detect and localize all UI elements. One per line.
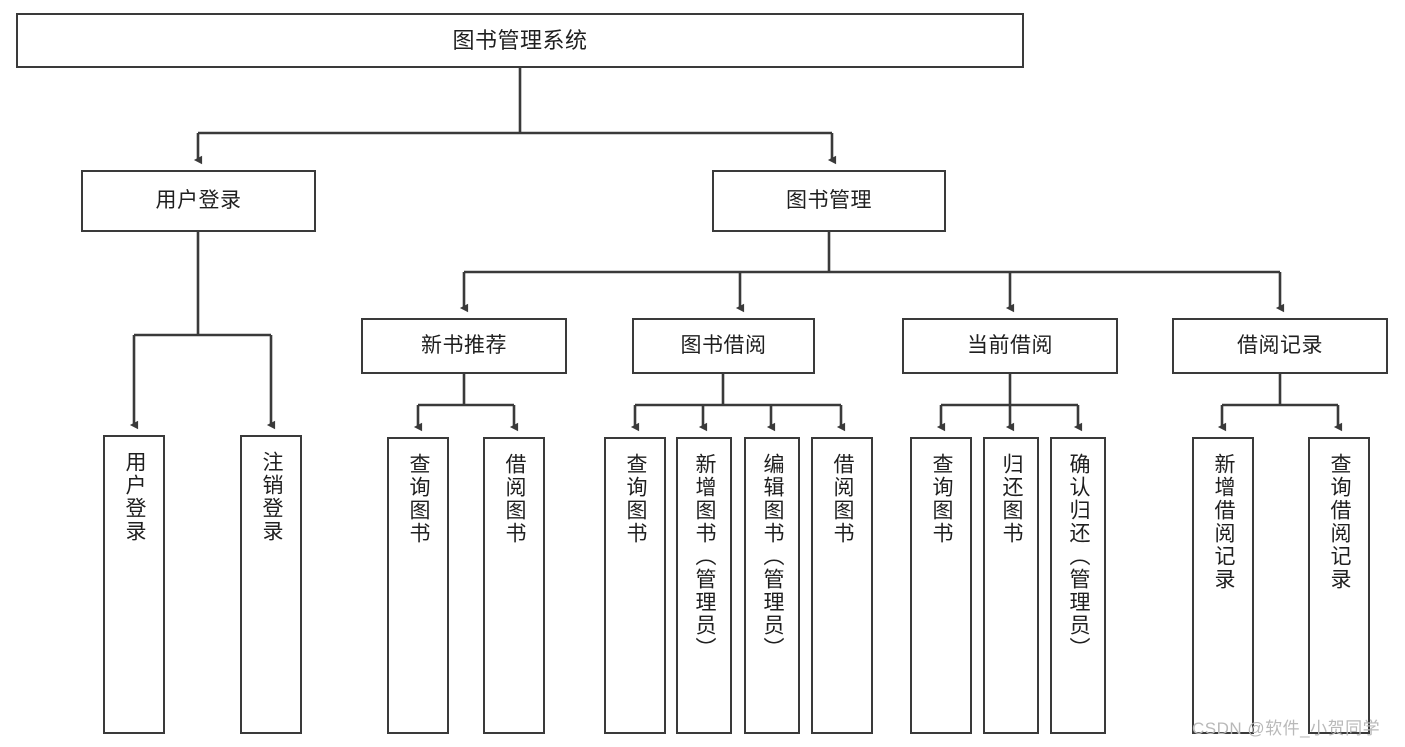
node-label: 查询图书 xyxy=(624,453,648,545)
leaf-current-borrow-return-book[interactable]: 归还图书 xyxy=(983,437,1039,734)
leaf-user-login-login[interactable]: 用户登录 xyxy=(103,435,165,734)
node-label: 新书推荐 xyxy=(421,333,507,357)
node-label: 新增图书（管理员） xyxy=(693,453,717,660)
leaf-book-borrow-add-book-admin[interactable]: 新增图书（管理员） xyxy=(676,437,732,734)
leaf-new-book-borrow-book[interactable]: 借阅图书 xyxy=(483,437,545,734)
node-label: 新增借阅记录 xyxy=(1212,453,1236,591)
node-label: 查询图书 xyxy=(407,453,431,545)
node-label: 查询借阅记录 xyxy=(1328,453,1352,591)
node-root-book-management-system[interactable]: 图书管理系统 xyxy=(16,13,1024,68)
node-label: 确认归还（管理员） xyxy=(1067,453,1091,660)
node-label: 用户登录 xyxy=(123,451,147,543)
leaf-book-borrow-query-book[interactable]: 查询图书 xyxy=(604,437,666,734)
node-book-management[interactable]: 图书管理 xyxy=(712,170,946,232)
node-label: 用户登录 xyxy=(155,188,242,212)
leaf-book-borrow-borrow-book[interactable]: 借阅图书 xyxy=(811,437,873,734)
leaf-borrow-record-add-record[interactable]: 新增借阅记录 xyxy=(1192,437,1254,734)
leaf-book-borrow-edit-book-admin[interactable]: 编辑图书（管理员） xyxy=(744,437,800,734)
leaf-current-borrow-confirm-return-admin[interactable]: 确认归还（管理员） xyxy=(1050,437,1106,734)
node-label: 借阅图书 xyxy=(503,453,527,545)
leaf-current-borrow-query-book[interactable]: 查询图书 xyxy=(910,437,972,734)
node-label: 查询图书 xyxy=(930,453,954,545)
leaf-new-book-query-book[interactable]: 查询图书 xyxy=(387,437,449,734)
node-user-login[interactable]: 用户登录 xyxy=(81,170,316,232)
node-label: 归还图书 xyxy=(1000,453,1024,545)
node-label: 图书管理 xyxy=(786,188,872,212)
node-label: 当前借阅 xyxy=(967,333,1053,357)
leaf-borrow-record-query-record[interactable]: 查询借阅记录 xyxy=(1308,437,1370,734)
node-label: 注销登录 xyxy=(260,451,284,543)
node-borrow-record[interactable]: 借阅记录 xyxy=(1172,318,1388,374)
node-label: 借阅图书 xyxy=(831,453,855,545)
node-book-borrow[interactable]: 图书借阅 xyxy=(632,318,815,374)
node-label: 图书管理系统 xyxy=(452,27,588,53)
node-label: 编辑图书（管理员） xyxy=(761,453,785,660)
leaf-user-login-logout[interactable]: 注销登录 xyxy=(240,435,302,734)
node-current-borrow[interactable]: 当前借阅 xyxy=(902,318,1118,374)
node-label: 借阅记录 xyxy=(1237,333,1323,357)
node-label: 图书借阅 xyxy=(680,333,767,357)
node-new-book-recommend[interactable]: 新书推荐 xyxy=(361,318,567,374)
watermark-text: CSDN @软件_小贺同学 xyxy=(1192,719,1381,738)
